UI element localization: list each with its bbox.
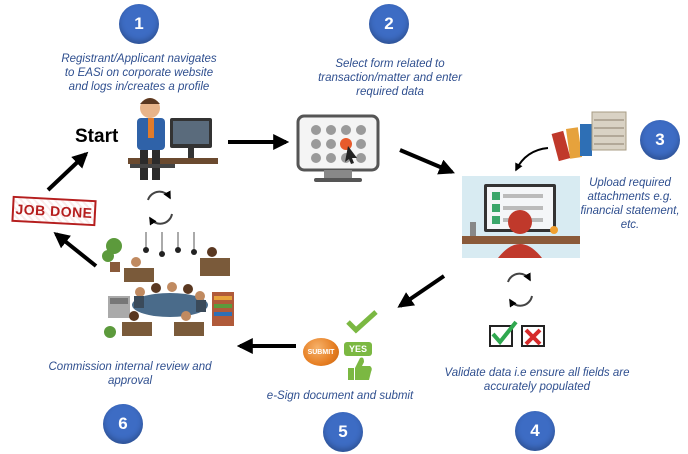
step-6-illustration — [102, 232, 234, 338]
step-5-badge: 5 — [323, 412, 363, 452]
step-3-badge: 3 — [640, 120, 680, 160]
step-6-cycle-icon — [147, 190, 173, 226]
step-4-cycle-icon — [507, 272, 533, 308]
step-2-caption: Select form related to transaction/matte… — [318, 58, 462, 98]
flow-arrows — [46, 134, 455, 354]
step-2-illustration — [296, 114, 380, 182]
workstation-illustration — [462, 176, 580, 258]
start-label: Start — [75, 126, 119, 147]
step-4-validation-icons — [489, 320, 545, 347]
step-2-badge: 2 — [369, 4, 409, 44]
step-6-badge: 6 — [103, 404, 143, 444]
step-1-badge: 1 — [119, 4, 159, 44]
step-4-badge: 4 — [515, 411, 555, 451]
step-5-checkmark — [346, 310, 378, 334]
submit-button-graphic: SUBMIT — [303, 338, 339, 366]
yes-badge: YES — [344, 342, 372, 356]
step-5-caption: e-Sign document and submit — [266, 390, 414, 402]
thumbs-up-icon — [348, 357, 372, 380]
step-3-illustration — [515, 111, 627, 172]
step-4-caption: Validate data i.e ensure all fields are … — [444, 367, 630, 393]
step-1-illustration — [128, 98, 218, 180]
step-1-caption: Registrant/Applicant navigates to EASi o… — [61, 53, 217, 93]
step-3-caption: Upload required attachments e.g. financi… — [580, 177, 680, 231]
step-6-caption: Commission internal review and approval — [48, 361, 212, 387]
